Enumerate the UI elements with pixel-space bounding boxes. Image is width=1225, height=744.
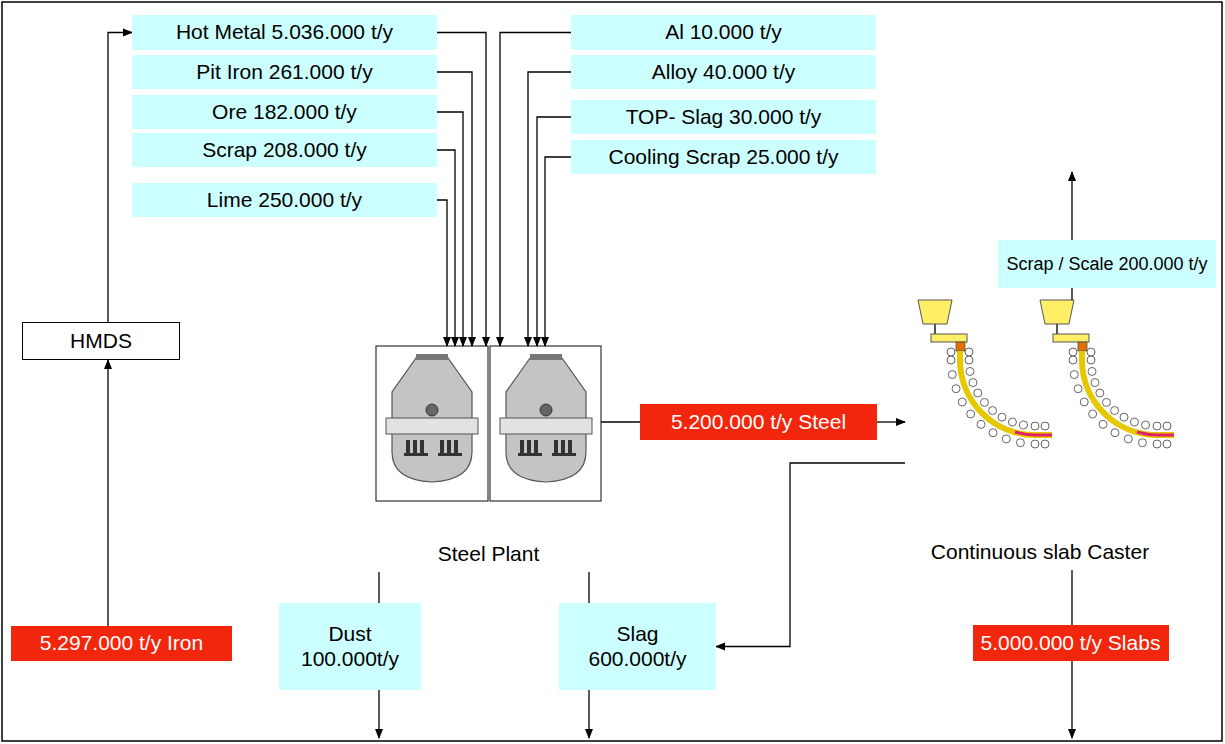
flow-connector [437, 200, 447, 346]
node-label: Scrap 208.000 t/y [202, 138, 367, 162]
input-box: Hot Metal 5.036.000 t/y [132, 15, 437, 50]
node-label: Ore 182.000 t/y [212, 100, 357, 124]
flow-connector [437, 112, 463, 346]
node-label: 5.200.000 t/y Steel [671, 410, 846, 434]
flow-connector [528, 72, 571, 346]
node-label: Cooling Scrap 25.000 t/y [609, 145, 839, 169]
flow-arrow [588, 690, 589, 738]
flow-connector [601, 421, 640, 422]
node-label: Lime 250.000 t/y [207, 188, 362, 212]
flow-connector [108, 33, 132, 323]
input-box: Pit Iron 261.000 t/y [132, 55, 437, 89]
flow-arrow [1071, 172, 1072, 240]
node-label: Al 10.000 t/y [665, 20, 782, 44]
output-box: Scrap / Scale 200.000 t/y [998, 240, 1216, 288]
node-label: Slag 600.000t/y [559, 622, 716, 670]
caster-rollers [947, 348, 1171, 448]
node-label: Dust 100.000t/y [279, 622, 421, 670]
input-box: Scrap 208.000 t/y [132, 133, 437, 167]
flow-arrow [1071, 661, 1072, 738]
input-box: Cooling Scrap 25.000 t/y [571, 140, 876, 174]
node-label: 5.297.000 t/y Iron [40, 631, 203, 655]
node-label: HMDS [70, 329, 132, 353]
flow-connector [437, 72, 472, 346]
input-box: TOP- Slag 30.000 t/y [571, 100, 876, 134]
flow-connector [877, 421, 905, 422]
flow-connector [1071, 288, 1072, 300]
caster-strand [918, 300, 1052, 435]
node-label: TOP- Slag 30.000 t/y [626, 105, 822, 129]
steel-plant: Steel Plant [376, 346, 601, 572]
process-box: HMDS [22, 322, 180, 360]
converter-right [490, 346, 601, 501]
converter-left [376, 346, 488, 501]
input-box: Lime 250.000 t/y [132, 183, 437, 217]
flow-connector [1071, 570, 1072, 625]
flow-connector [545, 157, 571, 346]
output-box: Slag 600.000t/y [559, 603, 716, 690]
input-box: Alloy 40.000 t/y [571, 55, 876, 89]
node-label: Pit Iron 261.000 t/y [196, 60, 372, 84]
input-box: Al 10.000 t/y [571, 15, 876, 50]
node-label: Hot Metal 5.036.000 t/y [176, 20, 393, 44]
flow-connector [537, 117, 571, 346]
flow-box: 5.000.000 t/y Slabs [973, 625, 1169, 661]
flow-box: 5.297.000 t/y Iron [11, 626, 232, 661]
flow-arrow [378, 690, 379, 738]
flow-connector [716, 463, 905, 647]
flow-connector [588, 572, 589, 603]
flow-box: 5.200.000 t/y Steel [640, 404, 877, 440]
flow-connector [378, 572, 379, 603]
slab-caster: Continuous slab Caster [905, 300, 1175, 570]
flow-connector [107, 360, 108, 626]
node-label: Scrap / Scale 200.000 t/y [1006, 254, 1207, 275]
flow-connector [500, 33, 571, 347]
flow-connector [437, 150, 455, 346]
input-box: Ore 182.000 t/y [132, 95, 437, 129]
caster-strand [1040, 300, 1174, 435]
node-label: Steel Plant [438, 542, 540, 566]
output-box: Dust 100.000t/y [279, 603, 421, 690]
node-label: 5.000.000 t/y Slabs [981, 631, 1161, 655]
flow-connector [437, 33, 486, 347]
node-label: Alloy 40.000 t/y [652, 60, 796, 84]
node-label: Continuous slab Caster [931, 540, 1149, 564]
